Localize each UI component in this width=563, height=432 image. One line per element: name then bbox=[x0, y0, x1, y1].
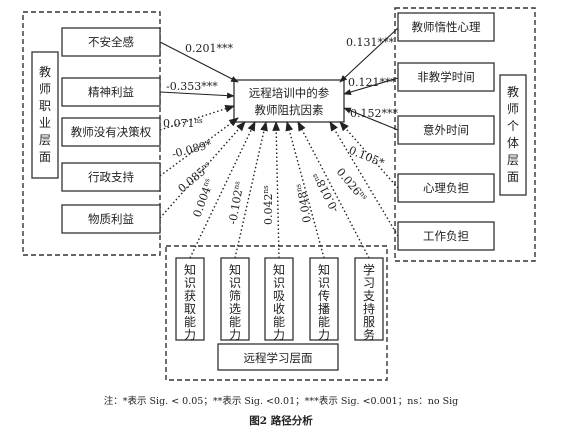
right-factor-box-5 bbox=[397, 221, 495, 251]
individual-level-frame bbox=[394, 7, 536, 262]
individual-level-label-box bbox=[499, 74, 527, 196]
right-path-coef-3: 0.152*** bbox=[350, 107, 399, 120]
left-path-coef-1: 0.201*** bbox=[185, 42, 234, 55]
individual-level-label: 教师个体层面 bbox=[507, 84, 519, 184]
left-path-coef-2: -0.353*** bbox=[166, 80, 218, 93]
left-path-arrow-3 bbox=[159, 104, 235, 131]
figure-caption: 图2 路径分析 bbox=[249, 414, 313, 427]
right-path-coef-5: 0.026ns bbox=[334, 166, 370, 205]
left-factor-box-5 bbox=[61, 204, 161, 234]
right-factor-box-2 bbox=[397, 62, 495, 92]
bottom-path-arrow-5 bbox=[297, 121, 370, 259]
left-path-arrow-4 bbox=[159, 117, 239, 177]
learning-level-label-box bbox=[217, 343, 339, 371]
left-factor-label-3: 教师没有决策权 bbox=[71, 125, 152, 139]
bottom-path-coef-4: 0.048ns bbox=[294, 182, 314, 224]
central-outcome-line2: 教师阻抗因素 bbox=[255, 103, 324, 117]
right-path-coef-2: 0.121*** bbox=[348, 76, 397, 89]
left-factor-box-4 bbox=[61, 162, 161, 192]
bottom-factor-label-4: 知识传播能力 bbox=[318, 263, 330, 342]
left-path-arrow-1 bbox=[159, 41, 239, 83]
learning-level-frame bbox=[165, 245, 388, 381]
professional-level-label: 教师职业层面 bbox=[39, 64, 51, 164]
left-path-coef-3: 0.071ns bbox=[163, 117, 203, 130]
right-factor-label-1: 教师惰性心理 bbox=[412, 20, 481, 34]
left-path-coef-4: -0.089* bbox=[170, 138, 213, 161]
bottom-factor-label-1: 知识获取能力 bbox=[184, 263, 196, 342]
right-path-arrow-4 bbox=[339, 121, 399, 189]
right-factor-label-2: 非教学时间 bbox=[417, 70, 475, 84]
left-path-arrow-2 bbox=[159, 91, 235, 99]
bottom-factor-box-1 bbox=[175, 257, 205, 341]
bottom-factor-label-5: 学习支持服务 bbox=[363, 262, 375, 342]
right-factor-label-5: 工作负担 bbox=[423, 229, 469, 243]
learning-level-label: 远程学习层面 bbox=[244, 351, 313, 365]
bottom-factor-box-2 bbox=[220, 257, 250, 341]
right-path-coef-4: 0.105* bbox=[347, 144, 387, 170]
bottom-path-coef-3: 0.042ns bbox=[262, 185, 275, 225]
left-path-arrow-5 bbox=[159, 121, 246, 219]
bottom-factor-box-4 bbox=[309, 257, 339, 341]
right-path-arrow-3 bbox=[343, 107, 399, 131]
bottom-factor-box-5 bbox=[354, 257, 384, 341]
bottom-factor-label-3: 知识吸收能力 bbox=[273, 263, 285, 342]
professional-level-label-box bbox=[31, 51, 59, 179]
right-factor-label-3: 意外时间 bbox=[423, 123, 469, 137]
bottom-path-arrow-2 bbox=[234, 121, 268, 259]
left-factor-box-2 bbox=[61, 77, 161, 107]
left-factor-label-2: 精神利益 bbox=[88, 85, 134, 99]
right-path-arrow-1 bbox=[339, 27, 399, 83]
central-outcome-line1: 远程培训中的参 bbox=[249, 86, 330, 100]
right-path-arrow-2 bbox=[343, 77, 399, 95]
bottom-factor-box-3 bbox=[264, 257, 294, 341]
bottom-path-arrow-4 bbox=[285, 121, 325, 259]
left-factor-box-1 bbox=[61, 27, 161, 57]
left-factor-label-4: 行政支持 bbox=[88, 170, 134, 184]
right-factor-box-1 bbox=[397, 12, 495, 42]
bottom-path-arrow-1 bbox=[189, 121, 256, 259]
bottom-path-arrow-3 bbox=[272, 121, 281, 259]
central-outcome-box bbox=[233, 79, 345, 123]
bottom-path-coef-2: -0.102ns bbox=[226, 180, 246, 225]
right-factor-box-3 bbox=[397, 115, 495, 145]
right-factor-label-4: 心理负担 bbox=[423, 181, 469, 195]
left-factor-label-5: 物质利益 bbox=[88, 212, 134, 226]
right-factor-box-4 bbox=[397, 173, 495, 203]
left-factor-box-3 bbox=[61, 117, 161, 147]
left-factor-label-1: 不安全感 bbox=[88, 35, 134, 49]
significance-note: 注：*表示 Sig. < 0.05；**表示 Sig. <0.01；***表示 … bbox=[104, 395, 458, 407]
right-path-coef-1: 0.131*** bbox=[346, 36, 395, 49]
bottom-factor-label-2: 知识筛选能力 bbox=[229, 263, 241, 342]
